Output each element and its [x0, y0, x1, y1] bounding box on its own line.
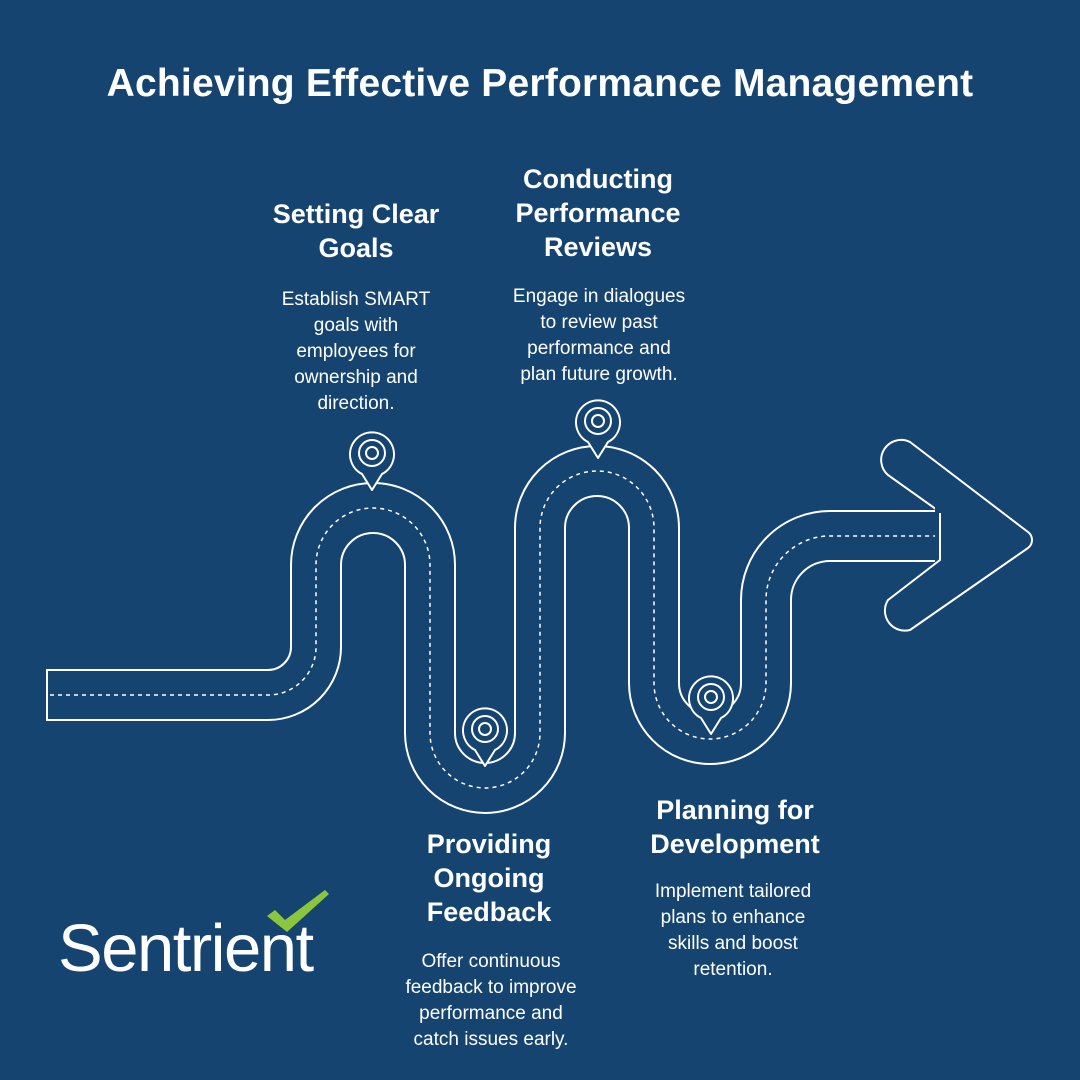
- step-2-description: Offer continuous feedback to improve per…: [405, 951, 577, 1050]
- page-title: Achieving Effective Performance Manageme…: [106, 62, 974, 105]
- step-1-description: Establish SMART goals with employees for…: [281, 289, 431, 414]
- brand-logo: Sentrient: [58, 890, 348, 988]
- brand-name: Sentrient: [58, 911, 314, 986]
- location-pin-icon: [688, 675, 734, 735]
- step-3-heading: Conducting Performance Reviews: [515, 164, 681, 262]
- location-pin-icon: [575, 399, 621, 459]
- step-4-description: Implement tailored plans to enhance skil…: [654, 881, 812, 980]
- road-path: [46, 445, 935, 814]
- step-1-heading: Setting Clear Goals: [272, 199, 440, 263]
- step-2-heading: Providing Ongoing Feedback: [426, 829, 552, 927]
- step-4-heading: Planning for Development: [650, 795, 820, 859]
- location-pin-icon: [462, 707, 508, 767]
- location-pin-icon: [349, 431, 395, 491]
- arrow-head-icon: [880, 439, 1033, 632]
- step-3-description: Engage in dialogues to review past perfo…: [512, 286, 686, 385]
- checkmark-icon: [267, 890, 329, 932]
